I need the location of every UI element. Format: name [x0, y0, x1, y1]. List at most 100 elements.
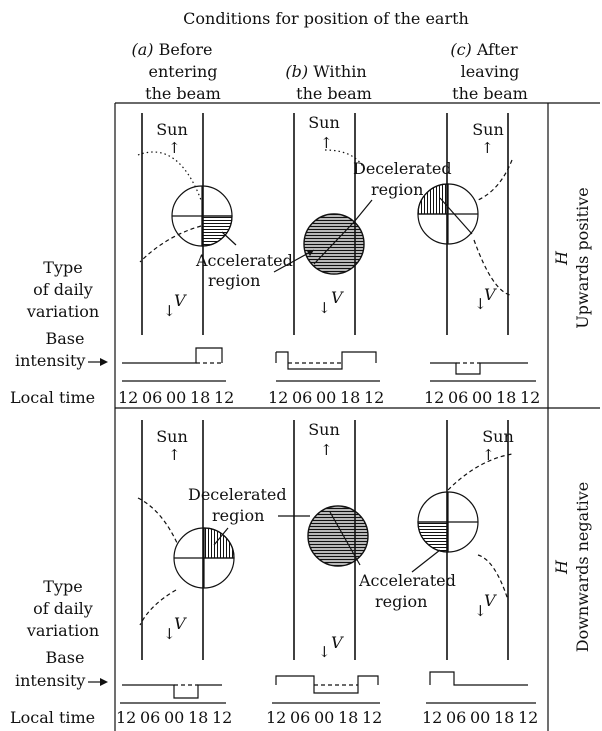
diagram-c-upper: Sun ↑ V ↓	[417, 113, 513, 335]
svg-text:00: 00	[316, 388, 336, 407]
svg-text:00: 00	[164, 708, 184, 727]
svg-text:Type: Type	[43, 258, 82, 277]
svg-text:variation: variation	[26, 621, 99, 640]
svg-text:↑: ↑	[168, 446, 181, 464]
svg-text:↓: ↓	[163, 625, 176, 643]
svg-text:(a) Before: (a) Before	[131, 40, 212, 59]
svg-text:Sun: Sun	[472, 120, 504, 139]
svg-text:Sun: Sun	[308, 420, 340, 439]
svg-text:12: 12	[266, 708, 286, 727]
svg-text:↑: ↑	[320, 134, 333, 152]
base-intensity-b-lower	[275, 675, 379, 694]
svg-text:06: 06	[140, 708, 160, 727]
svg-text:(b) Within: (b) Within	[285, 62, 366, 81]
diagram-c-lower: Sun ↑ V ↓	[417, 420, 514, 660]
svg-text:12: 12	[268, 388, 288, 407]
diagram-a-upper: Sun ↑ V ↓	[137, 113, 237, 335]
svg-text:Base: Base	[46, 329, 85, 348]
svg-text:↑: ↑	[481, 139, 494, 157]
diagram-b-lower: Sun ↑ V ↓	[293, 420, 369, 661]
base-intensity-a-lower	[122, 684, 222, 699]
svg-text:V: V	[484, 591, 497, 610]
svg-text:Decelerated: Decelerated	[353, 159, 452, 178]
svg-text:18: 18	[188, 708, 208, 727]
diagram-a-lower: Sun ↑ V ↓	[137, 420, 235, 660]
svg-text:12: 12	[424, 388, 444, 407]
column-header-b: (b) Within the beam	[285, 62, 371, 103]
svg-text:00: 00	[472, 388, 492, 407]
svg-text:00: 00	[166, 388, 186, 407]
svg-text:H: H	[552, 559, 571, 575]
svg-text:06: 06	[292, 388, 312, 407]
svg-text:H: H	[552, 250, 571, 266]
svg-text:region: region	[208, 271, 260, 290]
svg-text:region: region	[212, 506, 264, 525]
svg-text:leaving: leaving	[461, 62, 520, 81]
svg-text:12: 12	[118, 388, 138, 407]
svg-text:Upwards positive: Upwards positive	[573, 187, 592, 328]
svg-text:18: 18	[338, 708, 358, 727]
svg-text:12: 12	[364, 388, 384, 407]
base-intensity-c-upper	[430, 362, 528, 375]
svg-text:06: 06	[290, 708, 310, 727]
svg-text:of daily: of daily	[33, 280, 93, 299]
label-decelerated-lower: Decelerated region	[188, 485, 310, 546]
svg-text:Sun: Sun	[482, 427, 514, 446]
svg-text:Decelerated: Decelerated	[188, 485, 287, 504]
svg-text:12: 12	[116, 708, 136, 727]
svg-text:Accelerated: Accelerated	[195, 251, 293, 270]
svg-text:V: V	[331, 633, 344, 652]
base-intensity-c-lower	[429, 671, 528, 686]
svg-text:12: 12	[520, 388, 540, 407]
svg-text:12: 12	[518, 708, 538, 727]
svg-text:Base: Base	[46, 648, 85, 667]
svg-text:12: 12	[212, 708, 232, 727]
svg-text:18: 18	[496, 388, 516, 407]
row-labels-lower: Type of daily variation Base intensity L…	[10, 577, 108, 727]
svg-text:↓: ↓	[163, 302, 176, 320]
svg-text:Local time: Local time	[10, 388, 95, 407]
label-accelerated-upper: Accelerated region	[195, 249, 315, 290]
svg-text:V: V	[174, 614, 187, 633]
label-decelerated-upper: Decelerated region	[353, 159, 452, 199]
svg-text:(c) After: (c) After	[450, 40, 518, 59]
time-axis-upper: 12 06 00 18 12 12 06 00 18 12 12 06 00 1…	[118, 380, 540, 407]
svg-text:12: 12	[214, 388, 234, 407]
svg-text:06: 06	[142, 388, 162, 407]
svg-text:V: V	[174, 291, 187, 310]
svg-text:↓: ↓	[474, 295, 487, 313]
svg-text:the beam: the beam	[145, 84, 221, 103]
svg-text:the beam: the beam	[296, 84, 372, 103]
svg-text:intensity: intensity	[15, 351, 85, 370]
label-accelerated-lower: Accelerated region	[358, 549, 456, 611]
svg-text:↑: ↑	[482, 446, 495, 464]
svg-text:18: 18	[494, 708, 514, 727]
base-intensity-b-upper	[275, 351, 377, 370]
svg-text:06: 06	[446, 708, 466, 727]
svg-text:00: 00	[470, 708, 490, 727]
base-intensity-a-upper	[122, 347, 223, 364]
svg-text:Type: Type	[43, 577, 82, 596]
column-header-a: (a) Before entering the beam	[131, 40, 220, 103]
svg-text:12: 12	[362, 708, 382, 727]
svg-text:Sun: Sun	[156, 120, 188, 139]
svg-text:entering: entering	[149, 62, 218, 81]
svg-text:Local time: Local time	[10, 708, 95, 727]
svg-text:18: 18	[190, 388, 210, 407]
svg-text:of daily: of daily	[33, 599, 93, 618]
time-axis-lower: 12 06 00 18 12 12 06 00 18 12 12 06 00 1…	[116, 702, 538, 727]
svg-text:Sun: Sun	[308, 113, 340, 132]
svg-text:variation: variation	[26, 302, 99, 321]
svg-text:V: V	[331, 288, 344, 307]
figure-title: Conditions for position of the earth	[183, 9, 469, 28]
svg-text:↓: ↓	[474, 602, 487, 620]
svg-text:Sun: Sun	[156, 427, 188, 446]
panel-frame	[114, 102, 600, 731]
svg-text:region: region	[371, 180, 423, 199]
svg-text:intensity: intensity	[15, 671, 85, 690]
side-label-lower: H Downwards negative	[552, 482, 592, 653]
svg-text:↑: ↑	[320, 441, 333, 459]
row-labels-upper: Type of daily variation Base intensity L…	[10, 258, 108, 407]
svg-text:region: region	[375, 592, 427, 611]
